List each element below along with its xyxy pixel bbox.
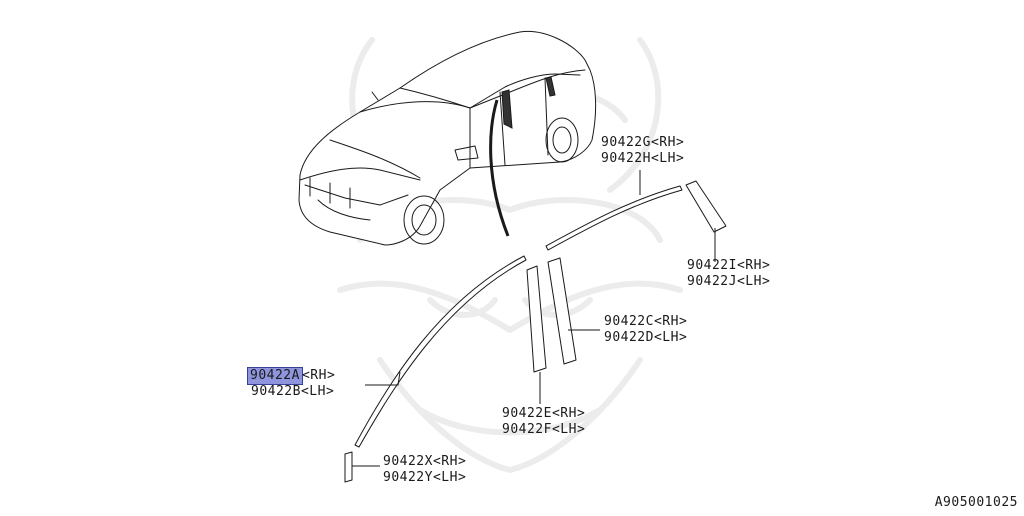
side-label: <RH> xyxy=(301,368,336,383)
side-label: <RH> xyxy=(653,314,688,329)
side-label: <RH> xyxy=(432,454,467,469)
side-label: <LH> xyxy=(432,470,467,485)
part-number[interactable]: 90422E xyxy=(502,406,552,421)
diagram-id: A905001025 xyxy=(934,495,1018,510)
callout-90422A: 90422A<RH> 90422B<LH> xyxy=(247,367,336,400)
part-90422A xyxy=(354,255,527,448)
car-illustration xyxy=(298,30,597,246)
part-number[interactable]: 90422C xyxy=(604,314,654,329)
side-label: <LH> xyxy=(653,330,688,345)
side-label: <RH> xyxy=(736,258,771,273)
part-number[interactable]: 90422Y xyxy=(383,470,433,485)
part-number[interactable]: 90422I xyxy=(687,258,737,273)
part-number[interactable]: 90422B xyxy=(251,384,301,399)
part-90422X xyxy=(344,451,353,483)
molding-parts xyxy=(344,180,727,483)
side-label: <RH> xyxy=(650,135,685,150)
callout-90422E: 90422E<RH> 90422F<LH> xyxy=(502,406,585,438)
callout-90422G: 90422G<RH> 90422H<LH> xyxy=(601,135,684,167)
part-90422G xyxy=(545,185,683,251)
callout-90422C: 90422C<RH> 90422D<LH> xyxy=(604,314,687,346)
part-90422I xyxy=(685,180,727,233)
callout-90422X: 90422X<RH> 90422Y<LH> xyxy=(383,454,466,486)
part-number[interactable]: 90422F xyxy=(502,422,552,437)
part-number[interactable]: 90422G xyxy=(601,135,651,150)
part-number[interactable]: 90422H xyxy=(601,151,651,166)
leader-lines xyxy=(352,170,716,467)
part-number[interactable]: 90422J xyxy=(687,274,737,289)
part-90422C xyxy=(547,257,577,365)
part-number[interactable]: 90422D xyxy=(604,330,654,345)
side-label: <LH> xyxy=(551,422,586,437)
callout-90422I: 90422I <RH> 90422J<LH> xyxy=(687,258,770,290)
part-number-highlighted[interactable]: 90422A xyxy=(247,367,303,385)
part-number[interactable]: 90422X xyxy=(383,454,433,469)
side-label: <LH> xyxy=(736,274,771,289)
side-label: <LH> xyxy=(650,151,685,166)
side-label: <RH> xyxy=(551,406,586,421)
part-90422E xyxy=(526,265,547,373)
side-label: <LH> xyxy=(300,384,335,399)
